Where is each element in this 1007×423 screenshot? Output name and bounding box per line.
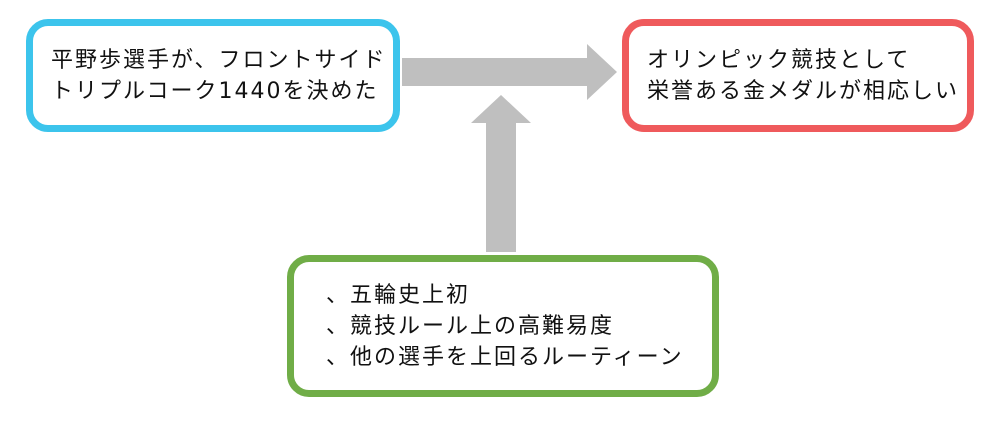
conclusion-line-1: オリンピック競技として	[647, 47, 911, 73]
reason-item-3: 、他の選手を上回るルーティーン	[326, 344, 684, 370]
reasons-box: 、五輪史上初 、競技ルール上の高難易度 、他の選手を上回るルーティーン	[287, 255, 719, 397]
conclusion-line-2: 栄誉ある金メダルが相応しい	[647, 78, 960, 104]
reason-item-1: 、五輪史上初	[326, 282, 471, 308]
horizontal-arrow	[402, 44, 617, 100]
conclusion-box: オリンピック競技として 栄誉ある金メダルが相応しい	[622, 19, 974, 132]
claim-line-2: トリプルコーク1440を決めた	[51, 78, 379, 104]
claim-box: 平野歩選手が、フロントサイド トリプルコーク1440を決めた	[26, 19, 400, 132]
reason-item-2: 、競技ルール上の高難易度	[326, 313, 615, 339]
claim-line-1: 平野歩選手が、フロントサイド	[51, 47, 387, 73]
vertical-arrow	[471, 95, 531, 252]
